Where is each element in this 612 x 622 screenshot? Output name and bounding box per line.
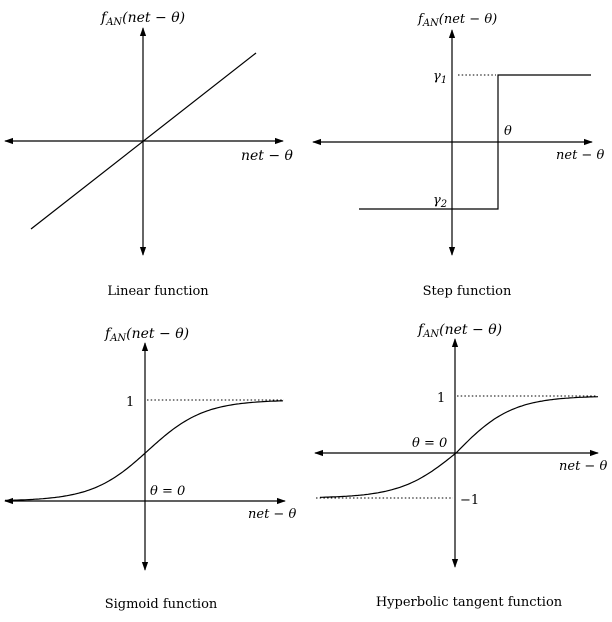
one-tick-label: 1 [126, 395, 134, 410]
theta-label: θ [504, 124, 512, 139]
panel-caption: Linear function [107, 284, 209, 299]
theta-label: θ = 0 [150, 484, 185, 499]
panel-caption: Step function [423, 284, 512, 299]
y-axis-label: fAN(net − θ) [104, 326, 189, 344]
x-axis-label: net − θ [241, 148, 294, 164]
panel-caption: Sigmoid function [105, 597, 218, 612]
one-tick-label: 1 [437, 391, 445, 406]
y-axis-label: fAN(net − θ) [417, 12, 497, 29]
linear-function-panel: fAN(net − θ) net − θ Linear function [4, 10, 294, 299]
minus-one-tick-label: −1 [460, 493, 479, 508]
y-axis-label: fAN(net − θ) [100, 10, 185, 28]
x-axis-label: net − θ [559, 459, 607, 474]
step-curve [359, 74, 591, 210]
step-function-panel: fAN(net − θ) γ1 γ2 θ net − θ Step functi… [312, 12, 604, 299]
linear-curve [30, 52, 257, 230]
gamma1-label: γ1 [433, 69, 447, 86]
sigmoid-curve [4, 400, 284, 501]
tanh-curve [320, 396, 599, 498]
y-axis-label: fAN(net − θ) [417, 322, 502, 340]
gamma2-label: γ2 [433, 193, 447, 210]
sigmoid-function-panel: fAN(net − θ) 1 θ = 0 net − θ Sigmoid fun… [4, 326, 296, 612]
panel-caption: Hyperbolic tangent function [376, 595, 563, 610]
x-axis-label: net − θ [556, 148, 604, 163]
x-axis-label: net − θ [248, 507, 296, 522]
theta-label: θ = 0 [412, 436, 447, 451]
tanh-function-panel: fAN(net − θ) 1 −1 θ = 0 net − θ Hyperbol… [314, 322, 607, 610]
